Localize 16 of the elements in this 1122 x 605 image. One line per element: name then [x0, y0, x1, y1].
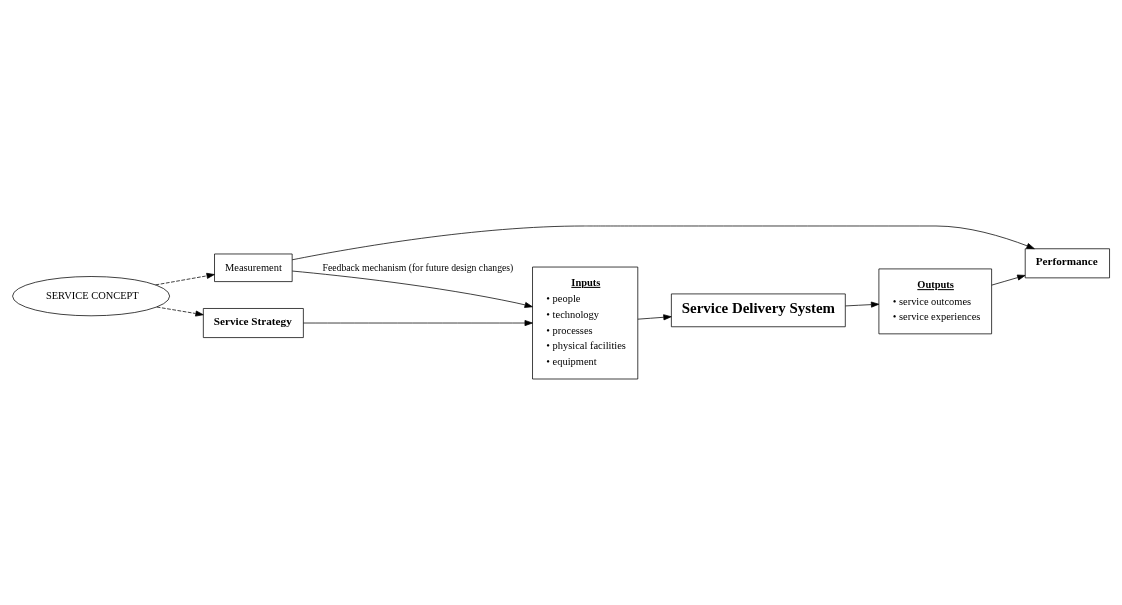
arrow — [156, 306, 204, 317]
node-box: Service Delivery System — [671, 293, 846, 328]
node-ellipse: SERVICE CONCEPT — [12, 276, 170, 317]
node-box: Outputs • service outcomes • service experiences — [878, 268, 992, 335]
arrow — [991, 274, 1026, 286]
node-box: Service Strategy — [202, 308, 304, 338]
arrow — [292, 270, 533, 308]
edge-label: Feedback mechanism (for future design changes) — [322, 262, 514, 274]
node-box: Inputs • people • technology • processes • physical facilities • equipment — [532, 266, 639, 380]
arrow — [845, 301, 880, 308]
arrow — [155, 272, 215, 286]
arrow — [637, 314, 672, 321]
node-box: Performance — [1024, 248, 1110, 279]
arrow — [303, 320, 533, 326]
node-box: Measurement — [214, 253, 293, 282]
arrow — [291, 225, 1035, 261]
